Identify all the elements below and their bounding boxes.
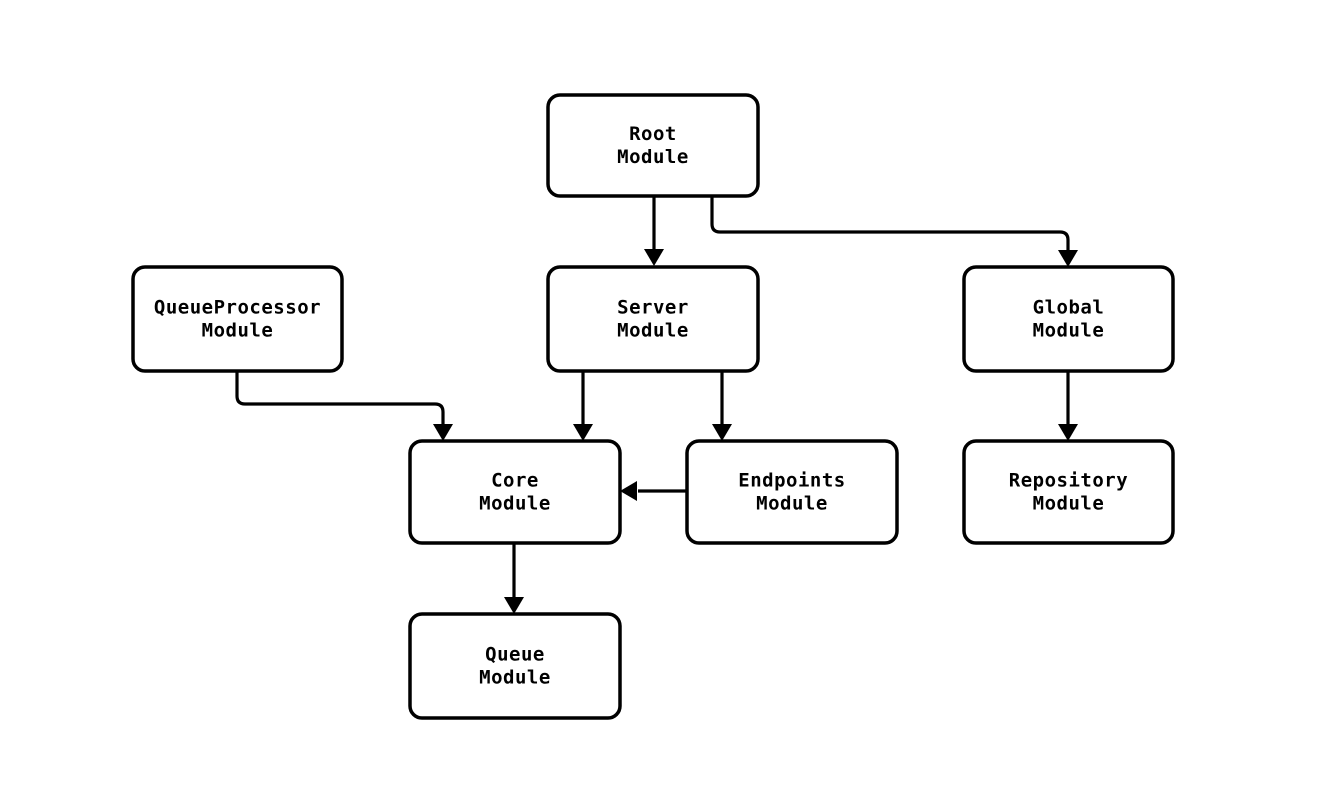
node-label-primary: QueueProcessor bbox=[154, 297, 321, 319]
edge-arrowhead bbox=[712, 424, 732, 441]
edge-queueprocessor-to-core bbox=[235, 371, 453, 441]
edges-layer bbox=[235, 196, 1078, 614]
edge-arrowhead bbox=[620, 481, 637, 501]
edge-arrowhead bbox=[1058, 250, 1078, 267]
edge-core-to-queue bbox=[504, 543, 524, 614]
node-label-secondary: Module bbox=[756, 493, 828, 515]
edge-line bbox=[710, 196, 1070, 250]
nodes-layer: RootModuleQueueProcessorModuleServerModu… bbox=[131, 93, 1175, 720]
node-label-secondary: Module bbox=[617, 320, 689, 342]
node-label-secondary: Module bbox=[479, 667, 551, 689]
edge-server-to-core bbox=[573, 371, 593, 441]
edge-root-to-server bbox=[644, 196, 664, 266]
node-label-primary: Repository bbox=[1009, 470, 1128, 492]
edge-arrowhead bbox=[433, 424, 453, 441]
node-box[interactable] bbox=[131, 265, 344, 373]
node-label-secondary: Module bbox=[1033, 493, 1105, 515]
edge-arrowhead bbox=[573, 424, 593, 441]
edge-server-to-endpoints bbox=[712, 371, 732, 441]
node-box[interactable] bbox=[962, 439, 1175, 545]
node-box[interactable] bbox=[408, 439, 622, 545]
node-label-secondary: Module bbox=[202, 320, 274, 342]
node-label-primary: Global bbox=[1033, 297, 1105, 319]
node-label-secondary: Module bbox=[479, 493, 551, 515]
node-box[interactable] bbox=[685, 439, 899, 545]
node-label-primary: Server bbox=[617, 297, 689, 319]
edge-arrowhead bbox=[504, 597, 524, 614]
node-label-primary: Queue bbox=[485, 644, 545, 666]
edge-arrowhead bbox=[644, 249, 664, 266]
node-box[interactable] bbox=[408, 612, 622, 720]
edge-global-to-repository bbox=[1058, 371, 1078, 441]
node-box[interactable] bbox=[962, 265, 1175, 373]
edge-root-to-global bbox=[710, 196, 1078, 267]
node-box[interactable] bbox=[546, 93, 760, 198]
node-label-primary: Root bbox=[629, 123, 677, 145]
edge-endpoints-to-core bbox=[620, 481, 687, 501]
node-box[interactable] bbox=[546, 265, 760, 373]
edge-line bbox=[235, 371, 445, 424]
node-label-secondary: Module bbox=[617, 146, 689, 168]
edge-arrowhead bbox=[1058, 424, 1078, 441]
node-label-primary: Core bbox=[491, 470, 539, 492]
node-label-primary: Endpoints bbox=[738, 470, 845, 492]
node-label-secondary: Module bbox=[1033, 320, 1105, 342]
